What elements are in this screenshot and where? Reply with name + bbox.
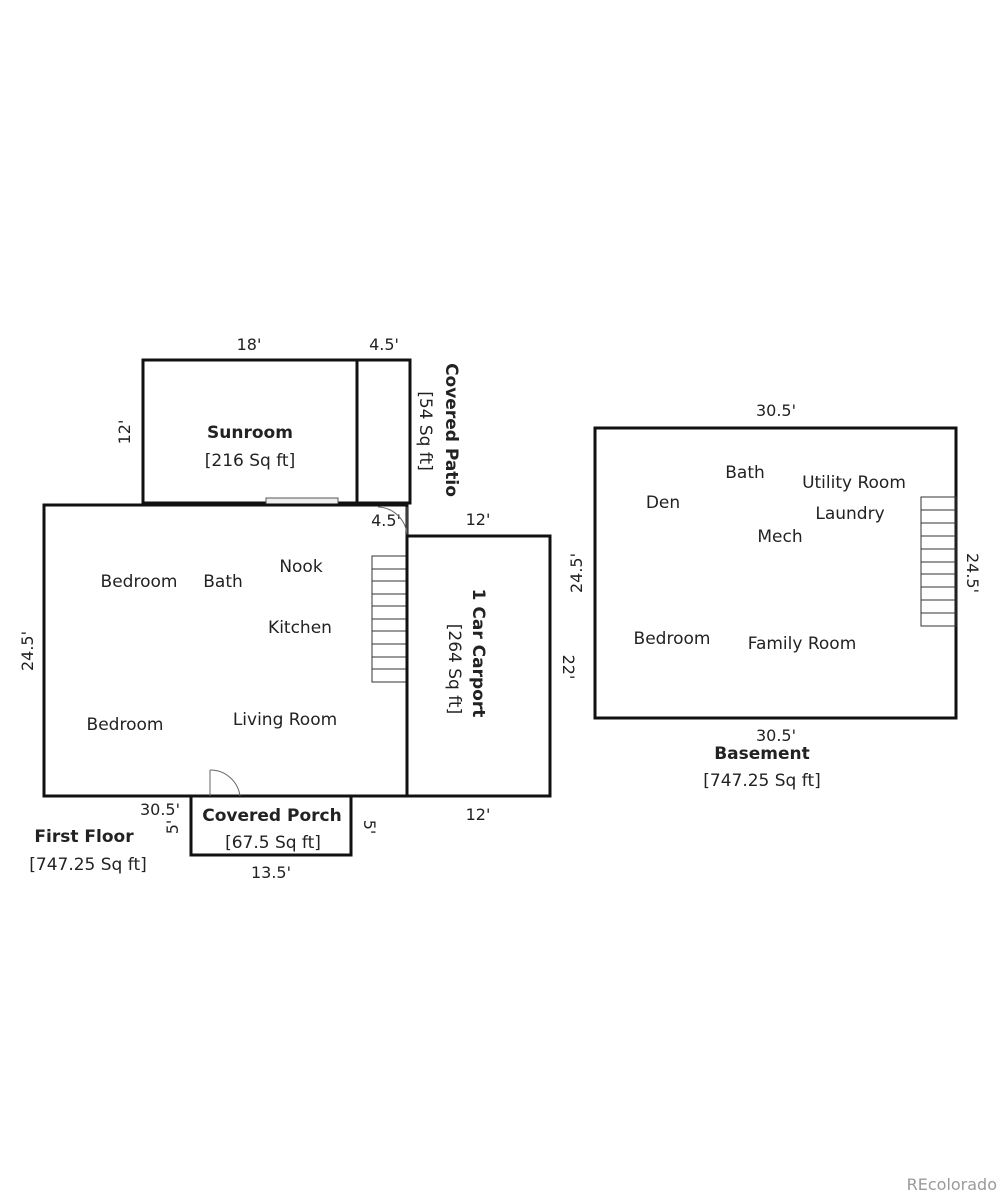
covered-porch-title: Covered Porch [202, 806, 341, 826]
first-floor-depth-dim: 24.5' [18, 631, 37, 671]
carport-title: 1 Car Carport [468, 589, 488, 718]
basement-title: Basement [714, 744, 810, 764]
room-label-bedroom-front: Bedroom [101, 572, 178, 592]
carport-bottom-dim: 12' [466, 805, 491, 824]
basement-room-laundry: Laundry [815, 504, 884, 524]
basement-left-dim: 24.5' [567, 553, 586, 593]
covered-porch-fill [189, 794, 353, 857]
room-label-bedroom-back: Bedroom [87, 715, 164, 735]
basement-room-bath: Bath [725, 463, 765, 483]
basement-area-label: [747.25 Sq ft] [703, 771, 821, 791]
basement-room-mech: Mech [757, 527, 802, 547]
sunroom-title: Sunroom [207, 423, 293, 443]
covered-porch-right-depth-dim: 5' [360, 820, 379, 835]
basement-walls [593, 426, 958, 720]
basement-area: Den Bath Utility Room Laundry Mech Bedro… [567, 401, 982, 791]
basement-room-den: Den [646, 493, 680, 513]
basement-stairs [920, 496, 957, 627]
room-label-bath: Bath [203, 572, 243, 592]
carport-area: 1 Car Carport [264 Sq ft] 12' 12' 22' [405, 510, 578, 824]
first-floor-width-dim: 30.5' [140, 800, 180, 819]
front-door-swing [209, 769, 241, 797]
basement-right-dim: 24.5' [963, 553, 982, 593]
covered-porch-width-dim: 13.5' [251, 863, 291, 882]
basement-bottom-dim: 30.5' [756, 726, 796, 745]
sunroom-depth-dim: 12' [115, 420, 134, 445]
room-label-nook: Nook [279, 557, 323, 577]
first-floor-stairs [371, 555, 408, 683]
covered-patio-title: Covered Patio [441, 363, 461, 497]
room-label-living-room: Living Room [233, 710, 337, 730]
covered-porch-left-depth-dim: 5' [163, 820, 182, 835]
carport-depth-dim: 22' [559, 655, 578, 680]
carport-fill [405, 534, 552, 798]
basement-room-family: Family Room [748, 634, 857, 654]
sunroom-width-dim: 18' [237, 335, 262, 354]
sunroom-area: Sunroom [216 Sq ft] 18' 12' [115, 335, 359, 506]
recolorado-watermark: REcolorado [906, 1175, 997, 1194]
covered-patio-fill [355, 358, 412, 505]
basement-room-bedroom: Bedroom [634, 629, 711, 649]
room-label-kitchen: Kitchen [268, 618, 332, 638]
first-floor-area-label: [747.25 Sq ft] [29, 855, 147, 875]
sunroom-area-label: [216 Sq ft] [205, 451, 295, 471]
covered-patio-lower-width-dim: 4.5' [371, 511, 401, 530]
covered-patio-area-label: [54 Sq ft] [415, 391, 435, 471]
covered-patio-area: Covered Patio [54 Sq ft] 4.5' 4.5' [355, 335, 461, 530]
basement-top-dim: 30.5' [756, 401, 796, 420]
covered-porch-area: Covered Porch [67.5 Sq ft] 13.5' 5' 5' [163, 769, 379, 882]
carport-top-dim: 12' [466, 510, 491, 529]
carport-area-label: [264 Sq ft] [444, 624, 464, 714]
first-floor-title: First Floor [34, 827, 134, 847]
covered-porch-area-label: [67.5 Sq ft] [225, 833, 321, 853]
first-floor-walls [42, 503, 409, 798]
basement-room-utility: Utility Room [802, 473, 906, 493]
covered-patio-width-dim: 4.5' [369, 335, 399, 354]
